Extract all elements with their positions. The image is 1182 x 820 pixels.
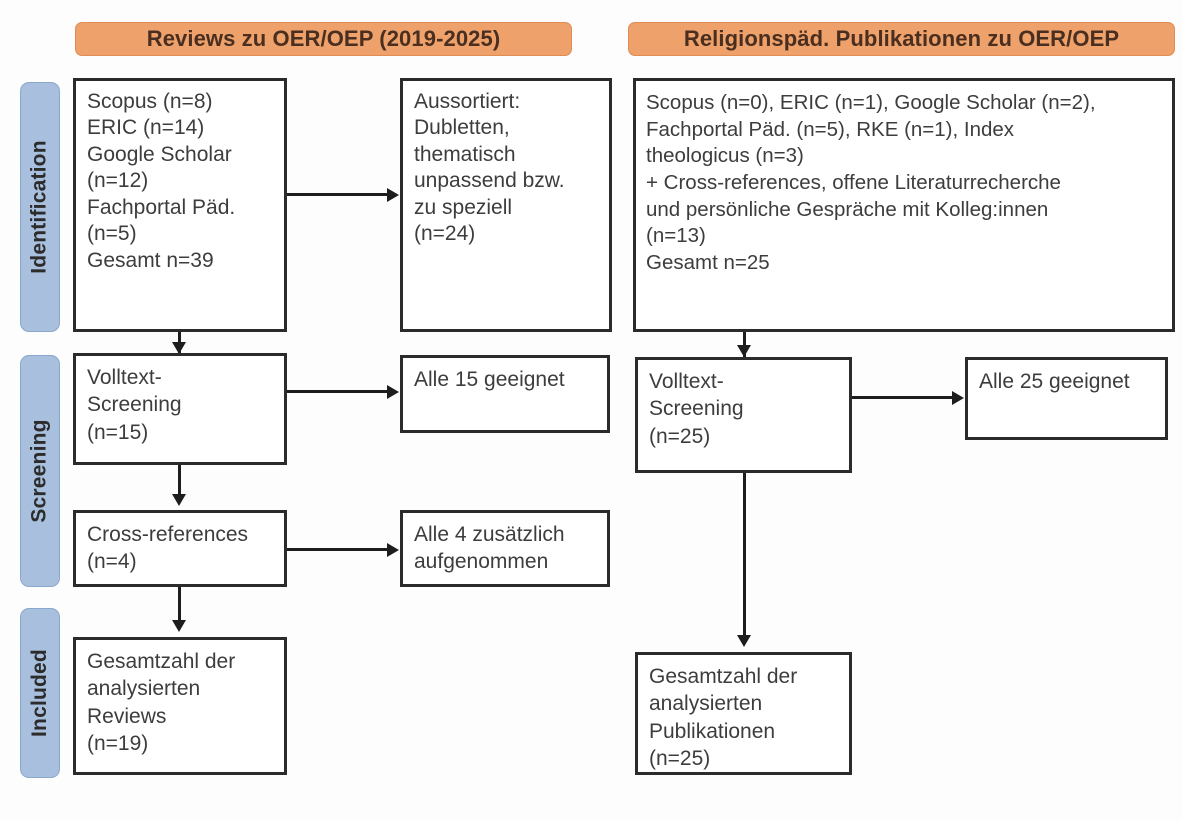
arrowhead-right-fulltext-to-eligible <box>952 391 964 405</box>
connector-left-fulltext-to-crossrefs <box>178 465 181 500</box>
arrowhead-left-crossrefs-to-included <box>172 620 186 632</box>
node-left-identification-excluded: Aussortiert: Dubletten, thematisch unpas… <box>400 78 612 332</box>
connector-left-sources-to-excluded <box>287 193 387 196</box>
connector-left-fulltext-to-eligible <box>287 390 387 393</box>
arrowhead-left-sources-to-screening <box>172 342 186 354</box>
node-left-screening-eligible: Alle 15 geeignet <box>400 355 610 433</box>
node-left-included-total: Gesamtzahl der analysierten Reviews (n=1… <box>73 637 287 775</box>
column-header-right: Religionspäd. Publikationen zu OER/OEP <box>628 22 1175 56</box>
stage-tab-screening-label: Screening <box>28 419 51 523</box>
stage-tab-included-label: Included <box>28 649 52 737</box>
arrowhead-left-fulltext-to-crossrefs <box>172 494 186 506</box>
stage-tab-identification-label: Identification <box>28 140 51 274</box>
node-right-identification-sources: Scopus (n=0), ERIC (n=1), Google Scholar… <box>633 78 1175 332</box>
node-left-screening-crossrefs: Cross-references (n=4) <box>73 510 287 587</box>
arrowhead-right-fulltext-to-included <box>737 635 751 647</box>
node-right-included-total: Gesamtzahl der analysierten Publikatione… <box>635 652 852 775</box>
node-right-screening-eligible: Alle 25 geeignet <box>965 357 1168 440</box>
arrowhead-left-fulltext-to-eligible <box>387 385 399 399</box>
node-left-screening-fulltext: Volltext- Screening (n=15) <box>73 353 287 465</box>
stage-tab-identification: Identification <box>20 82 60 332</box>
stage-tab-included: Included <box>20 608 60 778</box>
node-right-screening-fulltext: Volltext- Screening (n=25) <box>635 357 852 473</box>
arrowhead-right-sources-to-screening <box>737 345 751 357</box>
column-header-left: Reviews zu OER/OEP (2019-2025) <box>75 22 572 56</box>
column-header-right-label: Religionspäd. Publikationen zu OER/OEP <box>683 26 1120 51</box>
stage-tab-screening: Screening <box>20 355 60 587</box>
arrowhead-left-crossrefs-to-added <box>387 543 399 557</box>
column-header-left-label: Reviews zu OER/OEP (2019-2025) <box>146 26 501 51</box>
arrowhead-left-sources-to-excluded <box>387 188 399 202</box>
node-left-identification-sources: Scopus (n=8) ERIC (n=14) Google Scholar … <box>73 78 287 332</box>
connector-right-fulltext-to-included <box>743 473 746 641</box>
node-left-screening-crossrefs-added: Alle 4 zusätzlich aufgenommen <box>400 510 610 587</box>
connector-left-crossrefs-to-included <box>178 587 181 625</box>
connector-left-crossrefs-to-added <box>287 548 387 551</box>
connector-right-fulltext-to-eligible <box>852 396 952 399</box>
